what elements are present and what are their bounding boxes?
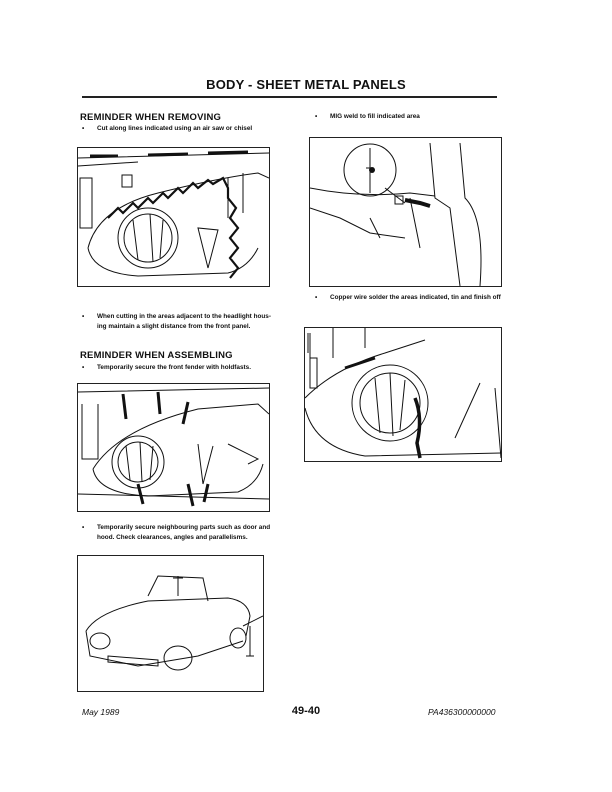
bullet-cut-lines: • Cut along lines indicated using an air… xyxy=(82,125,253,132)
car-drawing xyxy=(85,575,263,671)
figure-mig-weld xyxy=(309,137,502,287)
headlight-solder-drawing xyxy=(305,328,501,459)
fender-cut-drawing xyxy=(78,150,269,279)
figure-car-clearances xyxy=(77,555,264,692)
bullet-icon: • xyxy=(82,313,85,320)
bullet-icon: • xyxy=(82,364,85,371)
footer-date: May 1989 xyxy=(82,707,120,717)
bullet-icon: • xyxy=(82,524,85,531)
fender-clamps-drawing xyxy=(78,387,269,507)
footer-code: PA436300000000 xyxy=(428,707,496,717)
heading-removing: REMINDER WHEN REMOVING xyxy=(80,112,222,123)
bullet-holdfasts: • Temporarily secure the front fender wi… xyxy=(82,364,251,371)
heading-assembling: REMINDER WHEN ASSEMBLING xyxy=(80,350,233,361)
figure-cut-fender xyxy=(77,147,270,287)
page-number: 49-40 xyxy=(291,705,321,717)
bullet-neighbouring-parts: • Temporarily secure neighbouring parts … xyxy=(82,524,271,541)
bullet-icon: • xyxy=(82,125,85,132)
page-title: BODY - SHEET METAL PANELS xyxy=(206,77,406,92)
bullet-icon: • xyxy=(315,294,318,301)
title-divider xyxy=(82,96,497,98)
bullet-mig-weld: • MIG weld to fill indicated area xyxy=(315,113,420,120)
weld-area-drawing xyxy=(310,142,482,286)
bullet-headlight: • When cutting in the areas adjacent to … xyxy=(82,313,271,330)
figure-copper-solder xyxy=(304,327,502,462)
bullet-icon: • xyxy=(315,113,318,120)
figure-holdfasts xyxy=(77,383,270,512)
bullet-copper-solder: • Copper wire solder the areas indicated… xyxy=(315,294,501,301)
